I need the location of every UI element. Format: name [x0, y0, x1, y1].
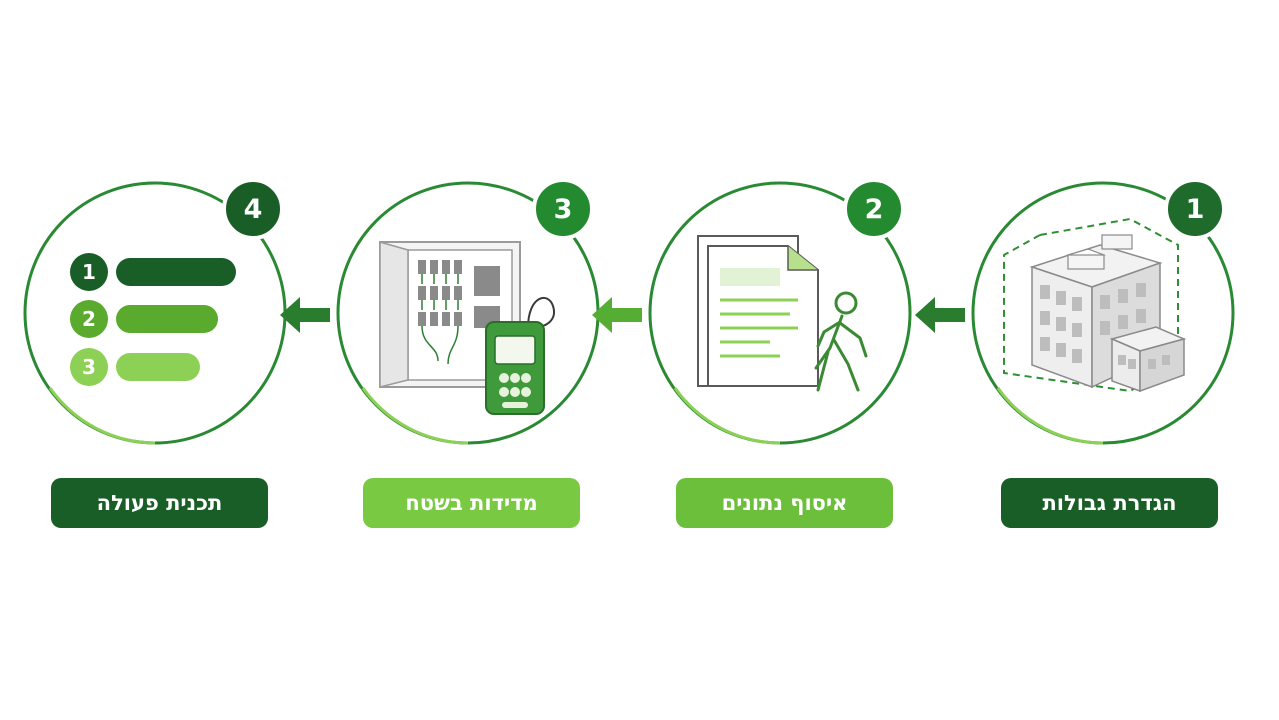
- list-item-1-number: 1: [70, 253, 108, 291]
- electrical-panel-meter-icon: [378, 236, 568, 421]
- step-1-circle: [968, 178, 1238, 448]
- step-4-label: תכנית פעולה: [51, 478, 268, 528]
- building-icon: [1000, 215, 1210, 400]
- action-list-icon: 1 2 3: [70, 253, 240, 386]
- step-1-badge: 1: [1164, 178, 1226, 240]
- list-item-2-bar: [116, 305, 218, 333]
- step-4-badge: 4: [222, 178, 284, 240]
- step-2-label: איסוף נתונים: [676, 478, 893, 528]
- arrow-left-icon: [915, 295, 965, 335]
- list-item-3-bar: [116, 353, 200, 381]
- step-1-label: הגדרת גבולות: [1001, 478, 1218, 528]
- documents-walker-icon: [690, 228, 880, 400]
- step-2-circle: [645, 178, 915, 448]
- arrow-left-icon: [592, 295, 642, 335]
- step-3-label: מדידות בשטח: [363, 478, 580, 528]
- arrow-left-icon: [280, 295, 330, 335]
- list-item-1-bar: [116, 258, 236, 286]
- step-2-badge: 2: [843, 178, 905, 240]
- list-item-2-number: 2: [70, 300, 108, 338]
- list-item-3-number: 3: [70, 348, 108, 386]
- step-3-badge: 3: [532, 178, 594, 240]
